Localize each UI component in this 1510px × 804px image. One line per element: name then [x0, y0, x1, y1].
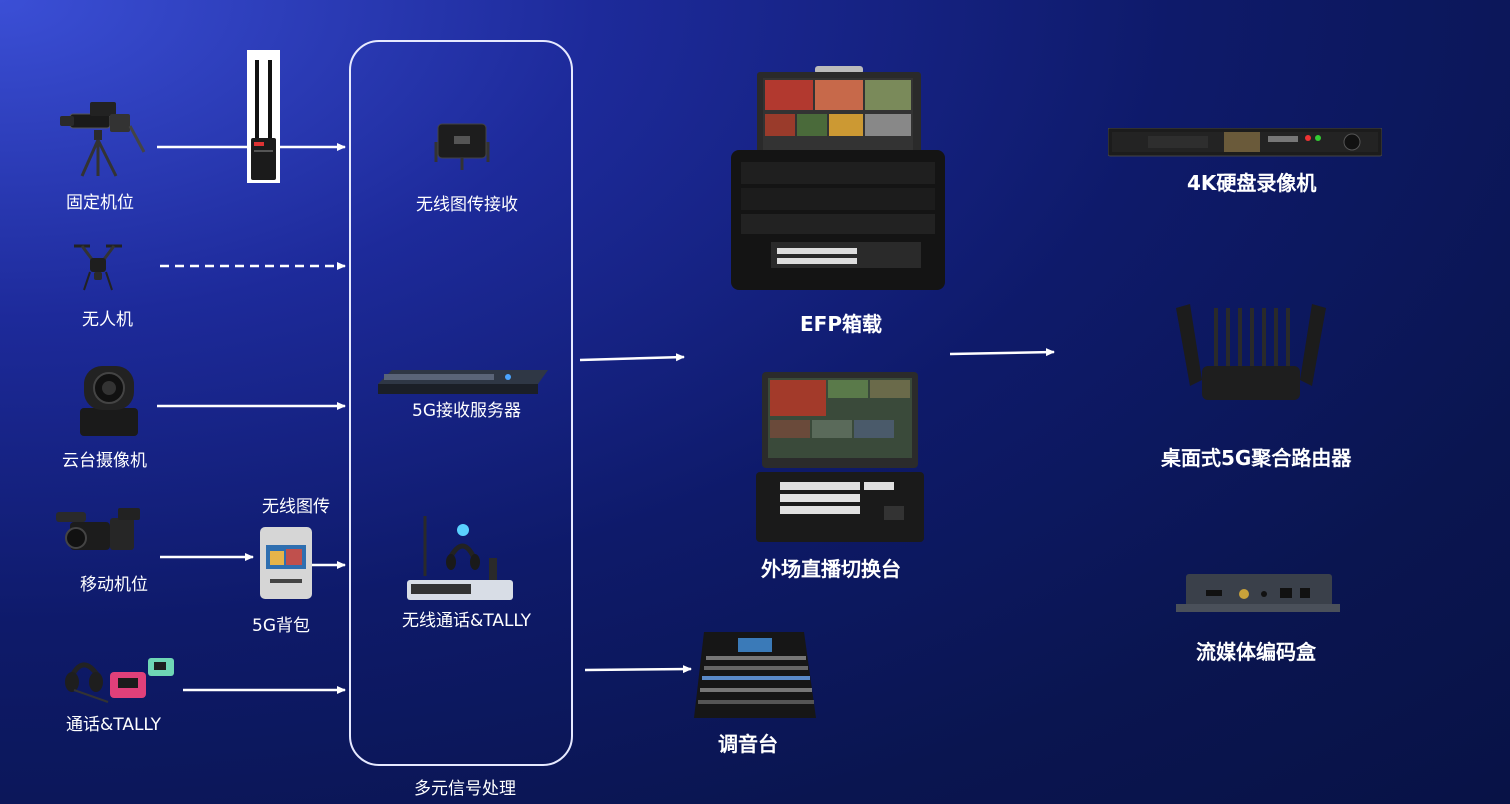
- fixed-camera-label: 固定机位: [66, 193, 134, 213]
- drone-label: 无人机: [82, 310, 133, 330]
- wireless-transmitter-icon: [247, 50, 280, 183]
- ptz-camera-label: 云台摄像机: [62, 451, 147, 471]
- efp-label: EFP箱载: [800, 312, 882, 336]
- efp-case-icon: [731, 66, 945, 302]
- 5g-backpack-icon: [260, 527, 312, 603]
- arrow-center-to-outputs: [949, 348, 1055, 357]
- drone-icon: [70, 240, 126, 300]
- mobile-camera-label: 移动机位: [80, 575, 148, 595]
- recorder-4k-label: 4K硬盘录像机: [1187, 171, 1317, 195]
- intercom-tally-label: 通话&TALLY: [66, 715, 162, 735]
- audio-mixer-icon: [694, 632, 816, 722]
- encoder-box-icon: [1176, 572, 1340, 618]
- intercom-base-icon: [405, 516, 515, 606]
- headset-tally-icon: [64, 650, 178, 708]
- processing-group-title: 多元信号处理: [414, 779, 516, 799]
- 5g-backpack-label: 5G背包: [252, 616, 310, 636]
- wireless-rx-label: 无线图传接收: [416, 195, 518, 215]
- arrow-processing-to-mixer: [584, 665, 692, 674]
- panel-receiver-icon: [432, 122, 492, 176]
- live-switcher-icon: [756, 372, 924, 548]
- server-5g-label: 5G接收服务器: [412, 401, 521, 421]
- wireless-intercom-label: 无线通话&TALLY: [402, 611, 532, 631]
- arrow-processing-to-center: [579, 353, 685, 362]
- switcher-label: 外场直播切换台: [761, 557, 901, 581]
- 5g-router-icon: [1176, 304, 1326, 408]
- mixer-label: 调音台: [718, 732, 778, 756]
- rack-server-icon: [378, 370, 548, 400]
- camera-on-tripod-icon: [60, 96, 146, 182]
- camcorder-icon: [56, 508, 142, 564]
- disk-recorder-icon: [1107, 127, 1383, 162]
- processing-group-box: [349, 40, 573, 766]
- router-5g-label: 桌面式5G聚合路由器: [1161, 446, 1352, 470]
- wireless-tx-title: 无线图传: [262, 497, 330, 517]
- ptz-camera-icon: [74, 358, 144, 442]
- encoder-label: 流媒体编码盒: [1196, 640, 1316, 664]
